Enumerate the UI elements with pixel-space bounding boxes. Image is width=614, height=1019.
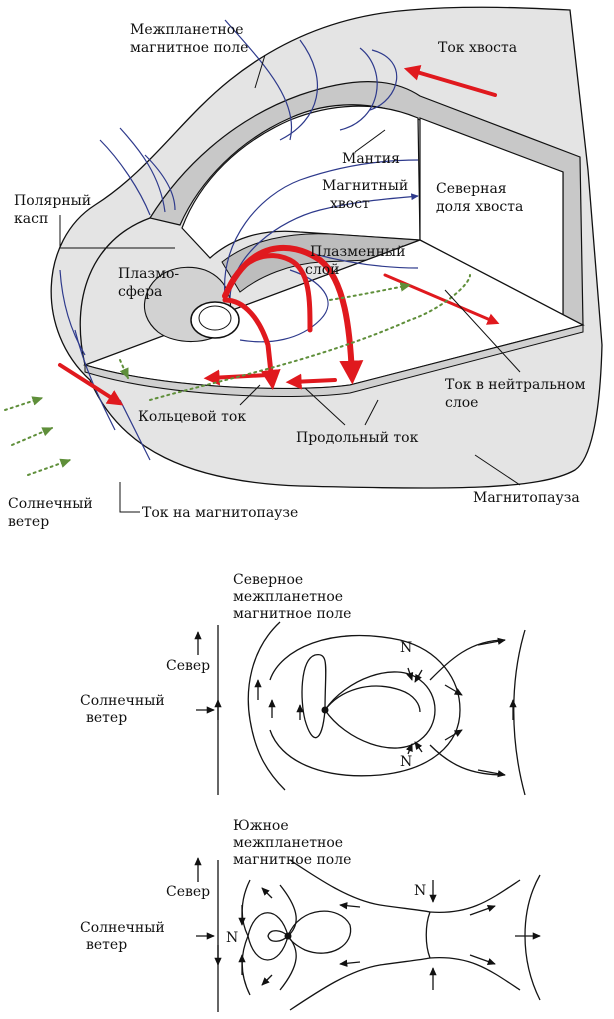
label-magnetotail-2: хвост [330,196,370,212]
magnetosphere-3d: Межпланетное магнитное поле Ток хвоста М… [5,7,602,530]
label-tail-current: Ток хвоста [438,40,517,56]
label-plasma-sheet-1: Плазменный [310,244,405,260]
mid-sw-1: Солнечный [80,693,165,709]
label-solar-wind-1: Солнечный [8,496,93,512]
label-north-lobe-2: доля хвоста [436,199,523,215]
earth-inner [199,306,231,330]
bot-open-bottom [430,958,520,990]
label-field-aligned: Продольный ток [296,430,419,446]
bot-sw-1: Солнечный [80,920,165,936]
bot-arrow-3 [470,906,495,915]
mid-line-a [248,622,285,790]
bot-sw-2: ветер [86,937,127,953]
sw-dot-1 [5,398,42,410]
sw-dot-3 [28,460,70,475]
label-mp-current: Ток на магнитопаузе [142,505,298,521]
mid-nightside-loop [325,672,435,748]
bot-open-top [430,880,520,912]
sw-dot-2 [12,428,52,445]
mid-n-top: N [400,640,412,656]
leader-mp-current [120,482,140,512]
mid-north-label: Север [166,658,210,674]
bot-n-right: N [414,883,426,899]
mid-arrow-right-top [445,685,462,695]
bot-title-2: межпланетное [233,835,343,851]
label-imf-2: магнитное поле [130,40,248,56]
label-plasma-sheet-2: слой [305,262,340,278]
label-polar-cusp-2: касп [14,211,48,227]
label-magnetotail-1: Магнитный [322,178,408,194]
bot-arrow-4 [470,955,495,964]
mid-earth [322,707,329,714]
bot-arrow-9 [262,975,272,985]
mid-title-2: межпланетное [233,589,343,605]
label-solar-wind-2: ветер [8,514,49,530]
bot-far-line [525,875,540,1000]
bot-earth [285,933,292,940]
mid-arrow-right-bot [445,730,462,740]
mid-dayside-loop [302,655,326,738]
label-neutral-sheet-1: Ток в нейтральном [445,377,586,393]
label-north-lobe-1: Северная [436,181,507,197]
bot-arrow-8 [262,888,272,898]
southward-imf-diagram: Южное межпланетное магнитное поле Север … [80,818,540,1012]
mid-inner-loop-top [325,686,420,712]
mid-far-line [514,630,525,795]
ring-current-arrow-2 [292,380,335,382]
bot-nightside-loop [288,911,351,953]
mid-closed-line [270,636,460,776]
mid-n-bottom: N [400,754,412,770]
label-mantle: Мантия [342,151,400,167]
mid-title-3: магнитное поле [233,606,351,622]
label-polar-cusp-1: Полярный [14,193,91,209]
label-ring-current: Кольцевой ток [138,409,246,425]
label-neutral-sheet-2: слое [445,395,478,411]
mid-open-top [430,640,505,680]
mid-title-1: Северное [233,572,303,588]
bot-n-left: N [226,930,238,946]
mid-open-bottom [430,745,505,775]
bot-title-1: Южное [233,818,289,834]
label-plasmasphere-1: Плазмо- [118,266,179,282]
mid-n-bot-arrow-b [415,742,422,752]
mid-sw-2: ветер [86,710,127,726]
bot-x-line [426,912,430,958]
bot-north-label: Север [166,884,210,900]
bot-tail-bottom [290,958,430,1010]
bot-arrow-2 [340,962,360,964]
label-plasmasphere-2: сфера [118,284,162,300]
label-imf-1: Межпланетное [130,22,243,38]
bot-arrow-1 [340,905,360,907]
label-magnetopause: Магнитопауза [473,490,580,506]
northward-imf-diagram: Северное межпланетное магнитное поле Сев… [80,572,525,795]
bot-title-3: магнитное поле [233,852,351,868]
